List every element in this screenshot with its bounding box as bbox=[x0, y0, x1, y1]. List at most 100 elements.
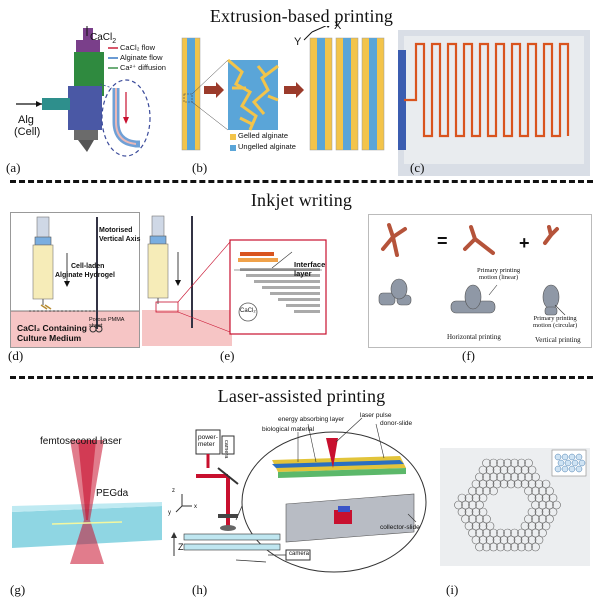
hex-circle bbox=[506, 535, 516, 545]
hex-circle bbox=[471, 493, 481, 503]
panel-label-g: (g) bbox=[10, 582, 26, 597]
hex-circle bbox=[527, 479, 537, 489]
laser-cone-bottom bbox=[70, 520, 104, 564]
hex-circle bbox=[538, 486, 547, 496]
hex-circle bbox=[489, 472, 498, 482]
divider-2 bbox=[10, 376, 593, 379]
hex-circle bbox=[541, 521, 551, 531]
hex-circle bbox=[541, 493, 551, 503]
panel-h: energy absorbing layer laser pulse biolo… bbox=[168, 410, 432, 576]
hex-circle bbox=[461, 514, 470, 524]
hex-circle bbox=[510, 542, 519, 552]
inset-circle bbox=[554, 453, 562, 461]
inset-circle bbox=[575, 465, 583, 473]
motorised-label: Motorised bbox=[99, 227, 133, 234]
hex-circle bbox=[478, 493, 488, 503]
hex-circle bbox=[478, 521, 488, 531]
hex-circle bbox=[531, 528, 540, 538]
arrow-2 bbox=[284, 82, 304, 98]
horizontal-printing-label: Horizontal printing bbox=[447, 333, 501, 341]
printed-serpentine bbox=[404, 42, 570, 138]
axis-y-label: Y bbox=[294, 36, 302, 48]
hex-circle bbox=[538, 528, 547, 538]
cell-label: (Cell) bbox=[14, 126, 41, 138]
inset-circle bbox=[568, 453, 576, 461]
vertical-axis-label: Vertical Axis bbox=[99, 236, 141, 243]
hex-circle bbox=[531, 486, 540, 496]
hex-circle bbox=[478, 535, 488, 545]
section-title-laser: Laser-assisted printing bbox=[217, 386, 386, 406]
hex-circle bbox=[510, 472, 519, 482]
hex-circle bbox=[520, 521, 530, 531]
z-arrow-label: Z bbox=[178, 542, 184, 552]
pegda-label: PEGda bbox=[96, 488, 129, 499]
hex-circle bbox=[527, 493, 537, 503]
hex-circle bbox=[513, 479, 523, 489]
hex-circle bbox=[478, 479, 488, 489]
alg-inlet bbox=[42, 98, 70, 110]
hex-circle bbox=[503, 542, 512, 552]
legend-ungelled: Ungelled alginate bbox=[238, 142, 296, 151]
hex-circle bbox=[524, 472, 533, 482]
axis-y-small: y bbox=[168, 510, 171, 516]
hex-circle bbox=[496, 528, 505, 538]
inset-circle bbox=[554, 465, 562, 473]
hex-circle bbox=[485, 465, 495, 475]
hex-circle bbox=[499, 465, 509, 475]
panel-label-a: (a) bbox=[6, 160, 21, 175]
hex-circle bbox=[489, 528, 498, 538]
hex-circle bbox=[534, 507, 544, 517]
hex-circle bbox=[517, 542, 526, 552]
hex-circle bbox=[454, 500, 463, 510]
hex-circle bbox=[513, 535, 523, 545]
hex-circle bbox=[531, 542, 540, 552]
hex-circle bbox=[457, 493, 467, 503]
hex-circle bbox=[524, 528, 533, 538]
hex-circle bbox=[489, 486, 498, 496]
hex-circle bbox=[538, 500, 547, 510]
hex-circle bbox=[468, 500, 477, 510]
hex-circle bbox=[496, 542, 505, 552]
plus-sign: + bbox=[519, 233, 530, 253]
hex-circle bbox=[524, 514, 533, 524]
equals-sign: = bbox=[437, 231, 448, 251]
hex-circle bbox=[475, 542, 484, 552]
inset-circle bbox=[568, 465, 576, 473]
panel-label-e: (e) bbox=[220, 348, 235, 363]
legend-gelled: Gelled alginate bbox=[238, 131, 289, 140]
panel-label-d: (d) bbox=[8, 348, 24, 363]
panel-label-c: (c) bbox=[410, 160, 425, 175]
hex-circle bbox=[510, 458, 519, 468]
hex-circle bbox=[534, 535, 544, 545]
hex-circle bbox=[531, 514, 540, 524]
hex-circle bbox=[552, 500, 561, 510]
panel-label-i: (i) bbox=[446, 582, 459, 597]
hex-circle bbox=[506, 479, 516, 489]
hex-circle bbox=[482, 528, 491, 538]
hex-circle bbox=[538, 514, 547, 524]
hex-circle bbox=[506, 465, 516, 475]
hex-circle bbox=[471, 535, 481, 545]
hex-circle bbox=[485, 479, 495, 489]
hex-circle bbox=[471, 479, 481, 489]
collector-slide-label: collector-slide bbox=[380, 524, 420, 531]
camera-top-label: camera bbox=[223, 440, 229, 459]
energy-layer-label: energy absorbing layer bbox=[278, 416, 345, 423]
hex-circle bbox=[527, 535, 537, 545]
inset-circle bbox=[578, 459, 586, 467]
vessel-tree-2 bbox=[463, 225, 495, 255]
axis-x-small: x bbox=[194, 504, 197, 510]
inset-circle bbox=[571, 459, 579, 467]
cacl2-bead-text: CaCl₂ bbox=[240, 308, 256, 314]
hex-circle bbox=[545, 486, 554, 496]
hex-circle bbox=[471, 521, 481, 531]
hex-circle bbox=[464, 493, 474, 503]
hex-circle bbox=[510, 528, 519, 538]
hex-circle bbox=[475, 500, 484, 510]
hex-circle bbox=[482, 458, 491, 468]
cacl2-inlet bbox=[83, 28, 93, 42]
